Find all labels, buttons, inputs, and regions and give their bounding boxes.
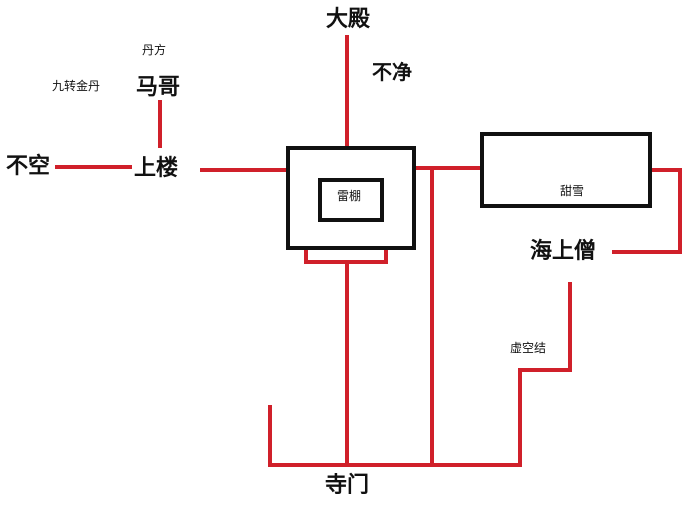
label-bujing: 不净: [372, 60, 412, 84]
label-jiuzhuan: 九转金丹: [52, 79, 101, 93]
label-mage: 马哥: [136, 74, 181, 100]
label-danfang: 丹方: [142, 43, 167, 57]
label-xukongjie: 虚空结: [510, 341, 547, 355]
path-bottom: [268, 282, 572, 467]
leipeng-outer-box: [286, 146, 416, 250]
path-tianxue-to-haishangseng: [612, 168, 682, 254]
label-bukong: 不空: [6, 153, 51, 179]
tianxue-box: [480, 132, 652, 208]
label-shanglou: 上楼: [134, 155, 179, 181]
label-dadian: 大殿: [326, 6, 371, 32]
label-haishangseng: 海上僧: [530, 238, 597, 264]
red-paths: [55, 35, 682, 467]
label-tianxue: 甜雪: [560, 184, 585, 198]
label-leipeng: 雷棚: [337, 189, 362, 203]
leipeng-inner-box: [318, 178, 384, 222]
label-simen: 寺门: [325, 472, 370, 498]
